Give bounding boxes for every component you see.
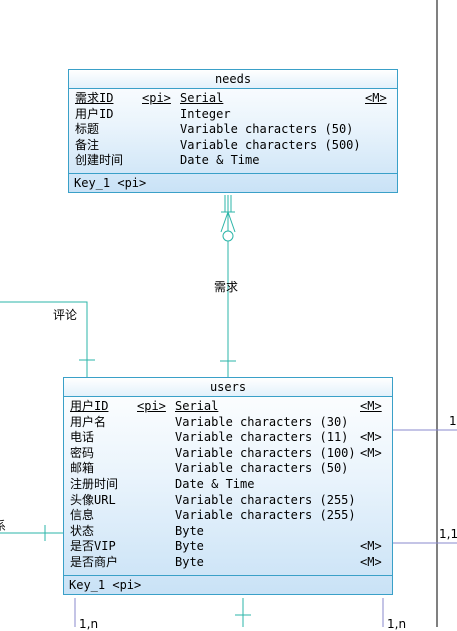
attribute-flag: <M>	[360, 539, 382, 554]
attribute-name: 注册时间	[70, 476, 119, 491]
attribute-row[interactable]: 是否VIP Byte <M>	[64, 539, 392, 555]
users-key: Key_1 <pi>	[69, 577, 142, 592]
attribute-type: Byte	[175, 554, 204, 569]
attribute-row[interactable]: 用户ID Integer	[69, 107, 397, 123]
users-attributes: 用户ID <pi> Serial <M> 用户名 Variable characters …	[64, 397, 392, 576]
attribute-name: 备注	[75, 137, 100, 152]
attribute-type: Variable characters (255)	[175, 492, 356, 507]
attribute-tag: <pi>	[142, 91, 171, 105]
attribute-flag: <M>	[360, 399, 382, 413]
attribute-type: Serial	[175, 399, 219, 413]
attribute-type: Variable characters (11)	[175, 430, 349, 445]
needs-entity[interactable]: needs 需求ID <pi> Serial <M> 用户ID Integer 标题 Vari…	[68, 69, 398, 193]
attribute-row[interactable]: 邮箱 Variable characters (50)	[64, 461, 392, 477]
attribute-name: 头像URL	[70, 492, 116, 507]
attribute-type: Byte	[175, 539, 204, 554]
attribute-row[interactable]: 需求ID <pi> Serial <M>	[69, 91, 397, 107]
attribute-name: 状态	[70, 523, 95, 538]
attribute-type: Variable characters (500)	[180, 137, 361, 152]
attribute-row[interactable]: 用户ID <pi> Serial <M>	[64, 399, 392, 415]
attribute-name: 密码	[70, 445, 95, 460]
attribute-type: Integer	[180, 106, 231, 121]
attribute-flag: <M>	[360, 554, 382, 569]
attribute-row[interactable]: 注册时间 Date & Time	[64, 477, 392, 493]
attribute-row[interactable]: 用户名 Variable characters (30)	[64, 415, 392, 431]
crowfoot-left	[220, 211, 229, 233]
needs-entity-title: needs	[69, 70, 397, 89]
needs-relationship-label: 需求	[214, 280, 239, 294]
attribute-row[interactable]: 密码 Variable characters (100) <M>	[64, 446, 392, 462]
users-entity-title: users	[64, 378, 392, 397]
attribute-type: Date & Time	[180, 153, 260, 168]
comment-connector	[0, 301, 88, 378]
crowfoot-right	[227, 211, 236, 233]
needs-attributes: 需求ID <pi> Serial <M> 用户ID Integer 标题 Variable c…	[69, 89, 397, 174]
attribute-name: 邮箱	[70, 461, 95, 476]
attribute-name: 需求ID	[75, 91, 114, 105]
attribute-row[interactable]: 是否商户 Byte <M>	[64, 555, 392, 571]
attribute-row[interactable]: 头像URL Variable characters (255)	[64, 493, 392, 509]
attribute-row[interactable]: 状态 Byte	[64, 524, 392, 540]
attribute-name: 用户名	[70, 414, 107, 429]
attribute-name: 是否商户	[70, 554, 119, 569]
attribute-flag: <M>	[360, 445, 382, 460]
attribute-type: Variable characters (30)	[175, 414, 349, 429]
comment-relationship-label: 评论	[53, 308, 78, 322]
attribute-name: 是否VIP	[70, 539, 116, 554]
attribute-row[interactable]: 创建时间 Date & Time	[69, 153, 397, 169]
attribute-flag: <M>	[360, 430, 382, 445]
attribute-name: 电话	[70, 430, 95, 445]
right-cardinality-mid: 1,1	[439, 527, 457, 541]
attribute-type: Variable characters (50)	[175, 461, 349, 476]
attribute-row[interactable]: 标题 Variable characters (50)	[69, 122, 397, 138]
attribute-name: 用户ID	[75, 106, 114, 121]
attribute-flag: <M>	[365, 91, 387, 105]
attribute-row[interactable]: 备注 Variable characters (500)	[69, 138, 397, 154]
attribute-type: Serial	[180, 91, 224, 105]
attribute-type: Variable characters (255)	[175, 508, 356, 523]
attribute-row[interactable]: 信息 Variable characters (255)	[64, 508, 392, 524]
needs-key: Key_1 <pi>	[74, 175, 147, 190]
bottom-cardinality-left: 1,n	[79, 617, 99, 631]
users-entity[interactable]: users 用户ID <pi> Serial <M> 用户名 Variable chara…	[63, 377, 393, 595]
attribute-type: Date & Time	[175, 476, 255, 491]
attribute-tag: <pi>	[137, 399, 166, 413]
attribute-name: 信息	[70, 508, 95, 523]
attribute-type: Variable characters (100)	[175, 445, 356, 460]
attribute-type: Variable characters (50)	[180, 122, 354, 137]
bottom-cardinality-right: 1,n	[387, 617, 407, 631]
optional-circle	[222, 230, 234, 242]
left-edge-label: 系	[0, 519, 7, 533]
attribute-name: 用户ID	[70, 399, 109, 413]
attribute-name: 创建时间	[75, 153, 124, 168]
attribute-name: 标题	[75, 122, 100, 137]
attribute-type: Byte	[175, 523, 204, 538]
right-cardinality-top: 1	[449, 414, 457, 428]
attribute-row[interactable]: 电话 Variable characters (11) <M>	[64, 430, 392, 446]
